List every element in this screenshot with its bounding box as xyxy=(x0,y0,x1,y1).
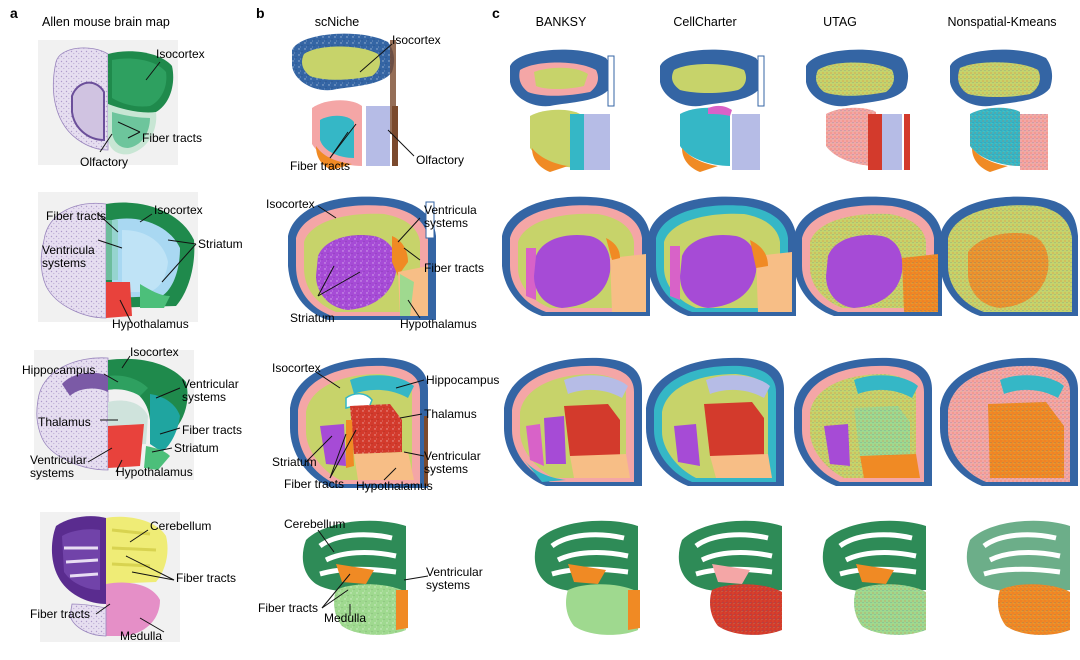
label-b-row1-fiber-tracts: Fiber tracts xyxy=(290,159,350,173)
label-a-row4-fiber-tracts-2: Fiber tracts xyxy=(30,607,90,621)
column-title-cellcharter: CellCharter xyxy=(673,15,736,29)
label-a-row1-isocortex: Isocortex xyxy=(156,47,205,61)
scniche-leader-lines xyxy=(305,43,429,616)
allen-labels xyxy=(87,61,197,633)
label-a-row3-hypothalamus: Hypothalamus xyxy=(116,465,193,479)
column-title-allen: Allen mouse brain map xyxy=(42,15,170,29)
column-title-nonspatial-kmeans: Nonspatial-Kmeans xyxy=(947,15,1056,29)
panel-letter-c: c xyxy=(492,5,500,21)
banksy-row3-map xyxy=(504,357,642,486)
utag-row3-map xyxy=(794,357,932,486)
banksy-row4-map xyxy=(534,520,640,635)
column-title-utag: UTAG xyxy=(823,15,857,29)
label-a-row4-medulla: Medulla xyxy=(120,629,162,643)
label-b-row3-fiber-tracts: Fiber tracts xyxy=(284,477,344,491)
label-a-row3-isocortex: Isocortex xyxy=(130,345,179,359)
label-b-row4-medulla: Medulla xyxy=(324,611,366,625)
label-b-row3-hippocampus: Hippocampus xyxy=(426,373,499,387)
label-a-row3-thalamus: Thalamus xyxy=(38,415,91,429)
panel-letter-b: b xyxy=(256,5,265,21)
label-b-row3-isocortex: Isocortex xyxy=(272,361,321,375)
column-title-scniche: scNiche xyxy=(315,15,360,29)
kmeans-row4-map xyxy=(966,520,1070,635)
label-b-row2-isocortex: Isocortex xyxy=(266,197,315,211)
label-a-row3-striatum: Striatum xyxy=(174,441,219,455)
cellcharter-row4-map xyxy=(678,520,782,635)
label-b-row2-hypothalamus: Hypothalamus xyxy=(400,317,477,331)
scniche-row2-map xyxy=(288,196,436,320)
label-b-row3-hypothalamus: Hypothalamus xyxy=(356,479,433,493)
banksy-row2-map xyxy=(502,196,650,316)
label-a-row3-fiber-tracts: Fiber tracts xyxy=(182,423,242,437)
label-a-row4-cerebellum: Cerebellum xyxy=(150,519,211,533)
panel-letter-a: a xyxy=(10,5,18,21)
label-b-row3-thalamus: Thalamus xyxy=(424,407,477,421)
label-a-row4-fiber-tracts: Fiber tracts xyxy=(176,571,236,585)
cellcharter-row2-map xyxy=(648,196,796,316)
allen-atlas-section-row3 xyxy=(34,350,194,480)
label-a-row1-fiber-tracts: Fiber tracts xyxy=(142,131,202,145)
label-b-row2-striatum: Striatum xyxy=(290,311,335,325)
cellcharter-row1-map xyxy=(660,49,765,172)
label-b-row3-striatum: Striatum xyxy=(272,455,317,469)
label-b-row1-isocortex: Isocortex xyxy=(392,33,441,47)
scniche-row1-map xyxy=(292,33,398,170)
cellcharter-row3-map xyxy=(646,357,784,486)
kmeans-row2-map xyxy=(940,196,1078,316)
scniche-row4-map xyxy=(302,520,408,635)
label-b-row4-fiber-tracts: Fiber tracts xyxy=(258,601,318,615)
label-a-row3-hippocampus: Hippocampus xyxy=(22,363,95,377)
utag-row1-map xyxy=(806,49,910,170)
allen-atlas-section-row2 xyxy=(38,192,198,322)
column-title-banksy: BANKSY xyxy=(536,15,587,29)
label-b-row1-olfactory: Olfactory xyxy=(416,153,464,167)
allen-atlas-section-row4 xyxy=(40,512,180,642)
allen-label-text: Isocortex Fiber tracts Olfactory Isocort… xyxy=(22,47,243,643)
scniche-row3-map xyxy=(290,357,428,488)
label-a-row2-isocortex: Isocortex xyxy=(154,203,203,217)
scniche-label-text: Isocortex Fiber tracts Olfactory Isocort… xyxy=(258,33,499,625)
kmeans-row1-map xyxy=(950,49,1053,172)
banksy-row1-map xyxy=(510,49,615,172)
label-a-row1-olfactory: Olfactory xyxy=(80,155,128,169)
label-b-row4-cerebellum: Cerebellum xyxy=(284,517,345,531)
kmeans-row3-map xyxy=(940,357,1078,486)
label-a-row2-striatum: Striatum xyxy=(198,237,243,251)
label-a-row2-fiber-tracts: Fiber tracts xyxy=(46,209,106,223)
allen-atlas-section-row1 xyxy=(38,40,178,165)
utag-row4-map xyxy=(822,520,926,635)
utag-row2-map xyxy=(794,196,942,316)
label-b-row2-fiber-tracts: Fiber tracts xyxy=(424,261,484,275)
label-a-row2-hypothalamus: Hypothalamus xyxy=(112,317,189,331)
